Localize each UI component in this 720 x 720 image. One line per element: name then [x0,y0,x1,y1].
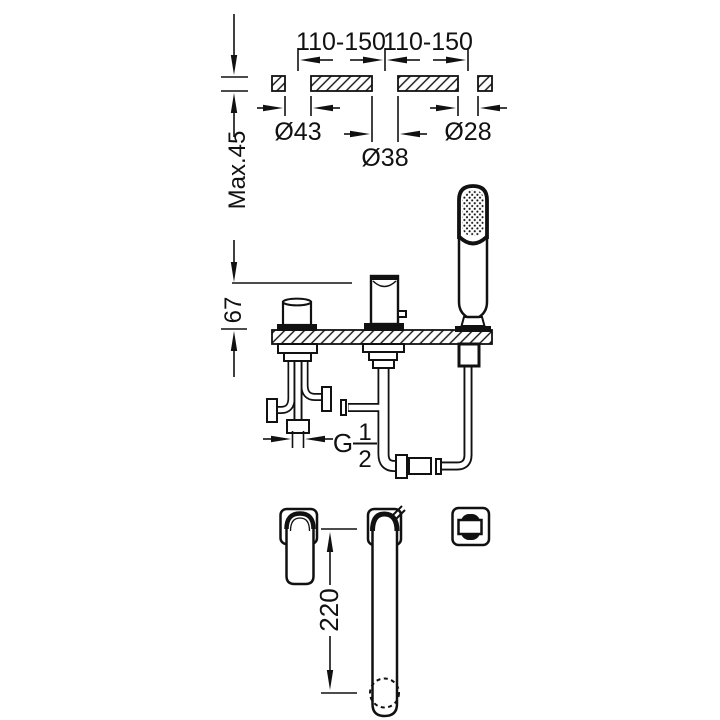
arrowhead-down [230,55,238,75]
spout-top-arc [370,511,400,532]
hole-spacing-label-left: 110-150 [296,28,386,56]
dia-label-spout: Ø38 [361,144,408,172]
hand-shower-side-view [455,184,491,332]
arrowhead-right [436,104,456,112]
deck-segment [271,75,286,92]
hose-pipe-core [440,365,471,469]
arrowhead-down [326,670,334,690]
main-pipe-core [379,368,398,471]
shower-base-flange [455,326,491,332]
arrowhead-right [263,104,283,112]
dim-thread-size: G 1 2 [263,419,377,473]
countertop-side [271,329,493,345]
dim-hole-spacing: 110-150 110-150 [296,28,473,71]
mounting-flange [362,343,405,353]
aerator-circle [369,677,400,709]
front-view: 220 [279,505,491,718]
mounting-nut [368,351,398,361]
arrowhead-left [300,56,320,64]
arrowhead-right [363,56,383,64]
dim-spout-reach: 220 [314,528,357,694]
arrowhead-up [326,532,334,552]
hose-connector [408,457,432,475]
spout-front-view [366,505,406,718]
shower-socket-block [457,342,481,368]
deck-segment [397,75,459,92]
dim-spout-height: 67 [220,240,352,377]
inlet-fitting-left [266,398,278,423]
thread-denominator-label: 2 [358,446,371,473]
thread-numerator-label: 1 [358,419,371,446]
dia-label-shower: Ø28 [444,118,491,146]
handle-front-view [279,507,319,586]
mounting-nut [283,352,312,362]
mounting-flange [277,343,318,354]
mounting-nut-lower [372,359,395,369]
shower-cradle [460,316,486,327]
hose-end-cap [435,458,442,475]
arrowhead-right [350,130,370,138]
spout-plumbing [340,343,432,479]
diverter-tab [397,310,407,318]
deck-segment [310,75,373,92]
arrowhead-left [305,435,325,443]
elbow-fitting [395,454,408,479]
shower-outlet-slot [457,518,483,536]
arrowhead-up [230,93,238,113]
deck-segment [477,75,493,92]
side-view: G 1 2 [263,184,493,479]
dia-label-handle: Ø43 [274,118,321,146]
pipe-left-core [276,360,294,413]
handle-valve-plumbing [266,343,332,434]
shower-outlet-front-view [451,506,491,547]
spout-detail-stub [395,509,406,520]
thread-letter-label: G [333,428,353,458]
inlet-fitting-right [321,386,332,412]
handle-base-flange [277,324,317,331]
branch-end-cap [340,399,347,416]
spout-top-curve [372,280,397,288]
arrowhead-up [230,331,238,351]
hole-spacing-label-right: 110-150 [383,28,473,56]
arrowhead-left [313,104,333,112]
arrowhead-down [230,262,238,282]
arrowhead-right [271,435,291,443]
arrowhead-left [387,56,407,64]
handle-lever-top-arc [284,511,316,530]
spout-base-flange [364,323,404,331]
shower-head-seam [458,235,488,246]
spout-side-view [364,274,407,331]
handle-lever [285,512,315,586]
pipe-right-core [302,360,323,400]
shower-head-outline [457,184,489,239]
dim-hole-diameters: Ø43 Ø38 Ø28 [257,96,507,172]
arrowhead-left [480,104,500,112]
dim-max-thickness: Max.45 [221,14,251,209]
max-thickness-label: Max.45 [224,131,251,210]
handle-lever-inner-line [289,517,311,532]
handle-top-rim [282,297,312,307]
spout-height-label: 67 [220,297,247,324]
arrowhead-left [400,130,420,138]
thread-connector-bottom [286,419,310,434]
countertop-cross-section [271,75,493,92]
arrowhead-right [446,56,466,64]
hose-pipe-outline [440,365,473,471]
spout-tube [371,513,399,718]
shower-spray-face [462,190,484,236]
shower-hose-plumbing [435,342,481,475]
spout-reach-label: 220 [314,588,344,631]
handle-side-view [277,297,317,331]
